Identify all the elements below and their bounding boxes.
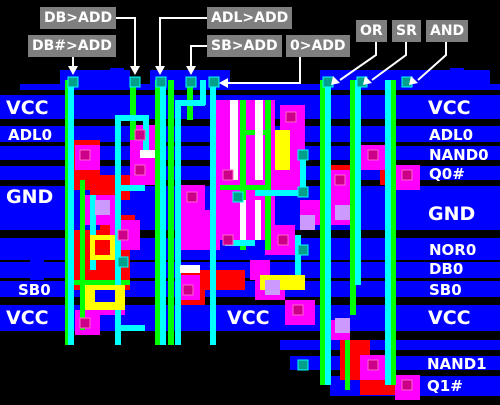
vcc-center-label: VCC	[227, 307, 270, 329]
gnd-right-label: GND	[428, 203, 476, 225]
q0-bar-label: Q0#	[429, 165, 465, 183]
vcc-right-bottom-label: VCC	[428, 307, 471, 329]
or-label: OR	[356, 20, 387, 42]
sb0-right-label: SB0	[429, 281, 462, 299]
and-label: AND	[426, 20, 469, 42]
sb0-left-label: SB0	[18, 281, 51, 299]
vcc-left-top-label: VCC	[6, 97, 49, 119]
adl0-left-label: ADL0	[8, 126, 53, 144]
q1-bar-label: Q1#	[427, 377, 463, 395]
db0-label: DB0	[429, 260, 464, 278]
gnd-left-label: GND	[6, 186, 54, 208]
dbn-to-add-label: DB#>ADD	[28, 35, 116, 57]
zero-to-add-label: 0>ADD	[286, 35, 350, 57]
vcc-right-top-label: VCC	[428, 97, 471, 119]
sr-label: SR	[392, 20, 421, 42]
vcc-left-bottom-label: VCC	[6, 307, 49, 329]
nand1-label: NAND1	[427, 355, 487, 373]
adl0-right-label: ADL0	[429, 126, 474, 144]
nand0-label: NAND0	[429, 146, 489, 164]
adl-to-add-label: ADL>ADD	[207, 7, 293, 29]
db-to-add-label: DB>ADD	[40, 7, 117, 29]
nor0-label: NOR0	[429, 241, 477, 259]
sb-to-add-label: SB>ADD	[207, 35, 282, 57]
